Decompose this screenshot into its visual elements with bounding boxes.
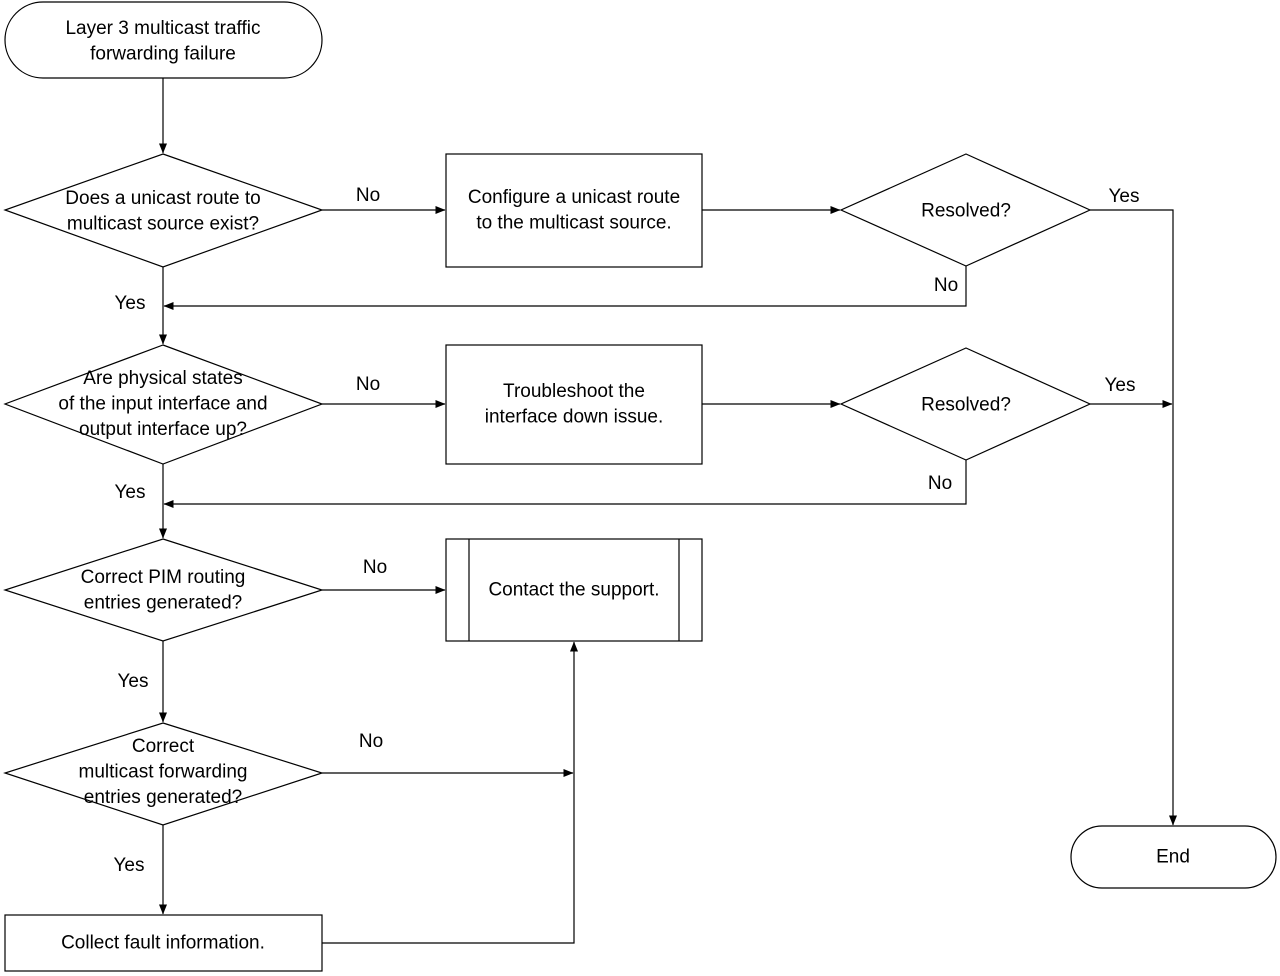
edge-label-pim-yes: Yes (118, 671, 149, 692)
edge-label-resolved1-no: No (934, 275, 958, 296)
start-node: Layer 3 multicast traffic forwarding fail… (4, 1, 323, 79)
decision-pim-entries: Correct PIM routing entries generated? (3, 538, 324, 642)
edge-label-resolved2-yes: Yes (1105, 375, 1136, 396)
end-node: End (1070, 825, 1277, 889)
process-collect-info: Collect fault information. (4, 914, 323, 972)
edge-label-resolved2-no: No (928, 473, 952, 494)
decision-resolved-2: Resolved? (839, 347, 1092, 461)
decision-unicast-route: Does a unicast route to multicast source … (3, 153, 324, 268)
process-box (4, 914, 323, 972)
decision-physical-states: Are physical states of the input interfac… (3, 344, 324, 465)
decision-diamond (839, 153, 1092, 267)
arrow-resolved1-yes-to-end (1090, 209, 1177, 826)
process-troubleshoot-text: Troubleshoot the interface down issue. (485, 381, 664, 428)
node-text-line: Resolved? (921, 201, 1011, 222)
node-text-line: Configure a unicast route (468, 187, 680, 208)
node-text-line: Troubleshoot the (503, 381, 645, 402)
edge-label-pim-no: No (363, 557, 387, 578)
node-text-line: Correct (132, 736, 195, 757)
edge-label-resolved1-yes: Yes (1109, 186, 1140, 207)
node-text-line: Layer 3 multicast traffic (65, 18, 260, 39)
edge-label-unicast-yes: Yes (115, 293, 146, 314)
connectors (159, 78, 1177, 944)
end-terminator (1070, 825, 1277, 889)
decision-pim-entries-text: Correct PIM routing entries generated? (81, 567, 246, 614)
edge-label-unicast-no: No (356, 185, 380, 206)
process-configure-route: Configure a unicast route to the multicas… (445, 153, 703, 268)
predefined-process-contact-support: Contact the support. (445, 538, 703, 642)
decision-diamond (3, 153, 324, 268)
decision-resolved-1-text: Resolved? (921, 201, 1011, 222)
node-text-line: End (1156, 847, 1190, 868)
arrow-resolved2-no (163, 460, 967, 508)
decision-forwarding-entries-text: Correct multicast forwarding entries gener… (79, 736, 248, 808)
node-text-line: Collect fault information. (61, 933, 265, 954)
node-text-line: multicast source exist? (67, 213, 259, 234)
node-text-line: entries generated? (84, 592, 242, 613)
node-text-line: forwarding failure (90, 43, 236, 64)
arrow-resolved1-no (163, 266, 967, 310)
process-troubleshoot: Troubleshoot the interface down issue. (445, 344, 703, 465)
decision-diamond (3, 538, 324, 642)
predefined-process-box (445, 538, 703, 642)
end-text: End (1156, 847, 1190, 868)
node-text-line: Resolved? (921, 395, 1011, 416)
node-text-line: multicast forwarding (79, 762, 248, 783)
node-text-line: Does a unicast route to (65, 188, 260, 209)
start-terminator (4, 1, 323, 79)
decision-diamond (3, 722, 324, 826)
start-text: Layer 3 multicast traffic forwarding fail… (65, 18, 260, 65)
node-text-line: output interface up? (79, 419, 247, 440)
node-text-line: entries generated? (84, 787, 242, 808)
contact-support-text: Contact the support. (488, 580, 659, 601)
decision-unicast-route-text: Does a unicast route to multicast source … (65, 188, 260, 235)
decision-resolved-1: Resolved? (839, 153, 1092, 267)
edge-labels: No Yes Yes No No Yes Yes No No Yes No Ye… (114, 185, 1140, 876)
decision-forwarding-entries: Correct multicast forwarding entries gener… (3, 722, 324, 826)
process-box (445, 153, 703, 268)
node-text-line: Contact the support. (488, 580, 659, 601)
decision-diamond (3, 344, 324, 465)
process-collect-info-text: Collect fault information. (61, 933, 265, 954)
node-text-line: interface down issue. (485, 406, 664, 427)
edge-label-physical-yes: Yes (115, 482, 146, 503)
edge-label-physical-no: No (356, 374, 380, 395)
process-configure-route-text: Configure a unicast route to the multicas… (468, 187, 680, 234)
node-text-line: to the multicast source. (476, 212, 671, 233)
process-box (445, 344, 703, 465)
decision-physical-states-text: Are physical states of the input interfac… (58, 368, 267, 440)
edge-label-forwarding-yes: Yes (114, 855, 145, 876)
node-text-line: Correct PIM routing (81, 567, 246, 588)
node-text-line: of the input interface and (58, 394, 267, 415)
node-text-line: Are physical states (83, 368, 242, 389)
decision-resolved-2-text: Resolved? (921, 395, 1011, 416)
edge-label-forwarding-no: No (359, 731, 383, 752)
decision-diamond (839, 347, 1092, 461)
arrow-collect-to-support (322, 641, 578, 944)
